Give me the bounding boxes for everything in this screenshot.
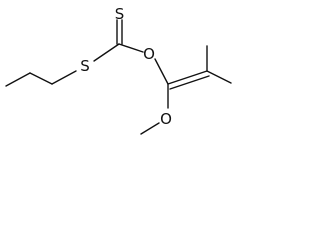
bond-o-vinyl-carbon [154, 58, 169, 85]
bond-c-s-single [93, 43, 120, 62]
atom-label-ester-oxygen: O [143, 45, 155, 63]
atom-label-thione-sulfur: S [115, 5, 125, 23]
bond-propyl-3 [5, 72, 31, 87]
bond-propyl-2 [29, 72, 53, 85]
bond-c-o-ester [118, 43, 144, 53]
bond-c-c-double-1 [167, 70, 208, 85]
bond-methyl-down [206, 70, 232, 84]
bond-s-propyl-1 [51, 70, 77, 85]
chemical-structure-diagram: S S O O [5, 5, 232, 135]
bond-c-c-double-2 [169, 75, 210, 90]
atom-label-thioether-sulfur: S [80, 57, 90, 75]
atom-label-methoxy-oxygen: O [160, 110, 172, 128]
bond-o-methyl [140, 122, 160, 135]
